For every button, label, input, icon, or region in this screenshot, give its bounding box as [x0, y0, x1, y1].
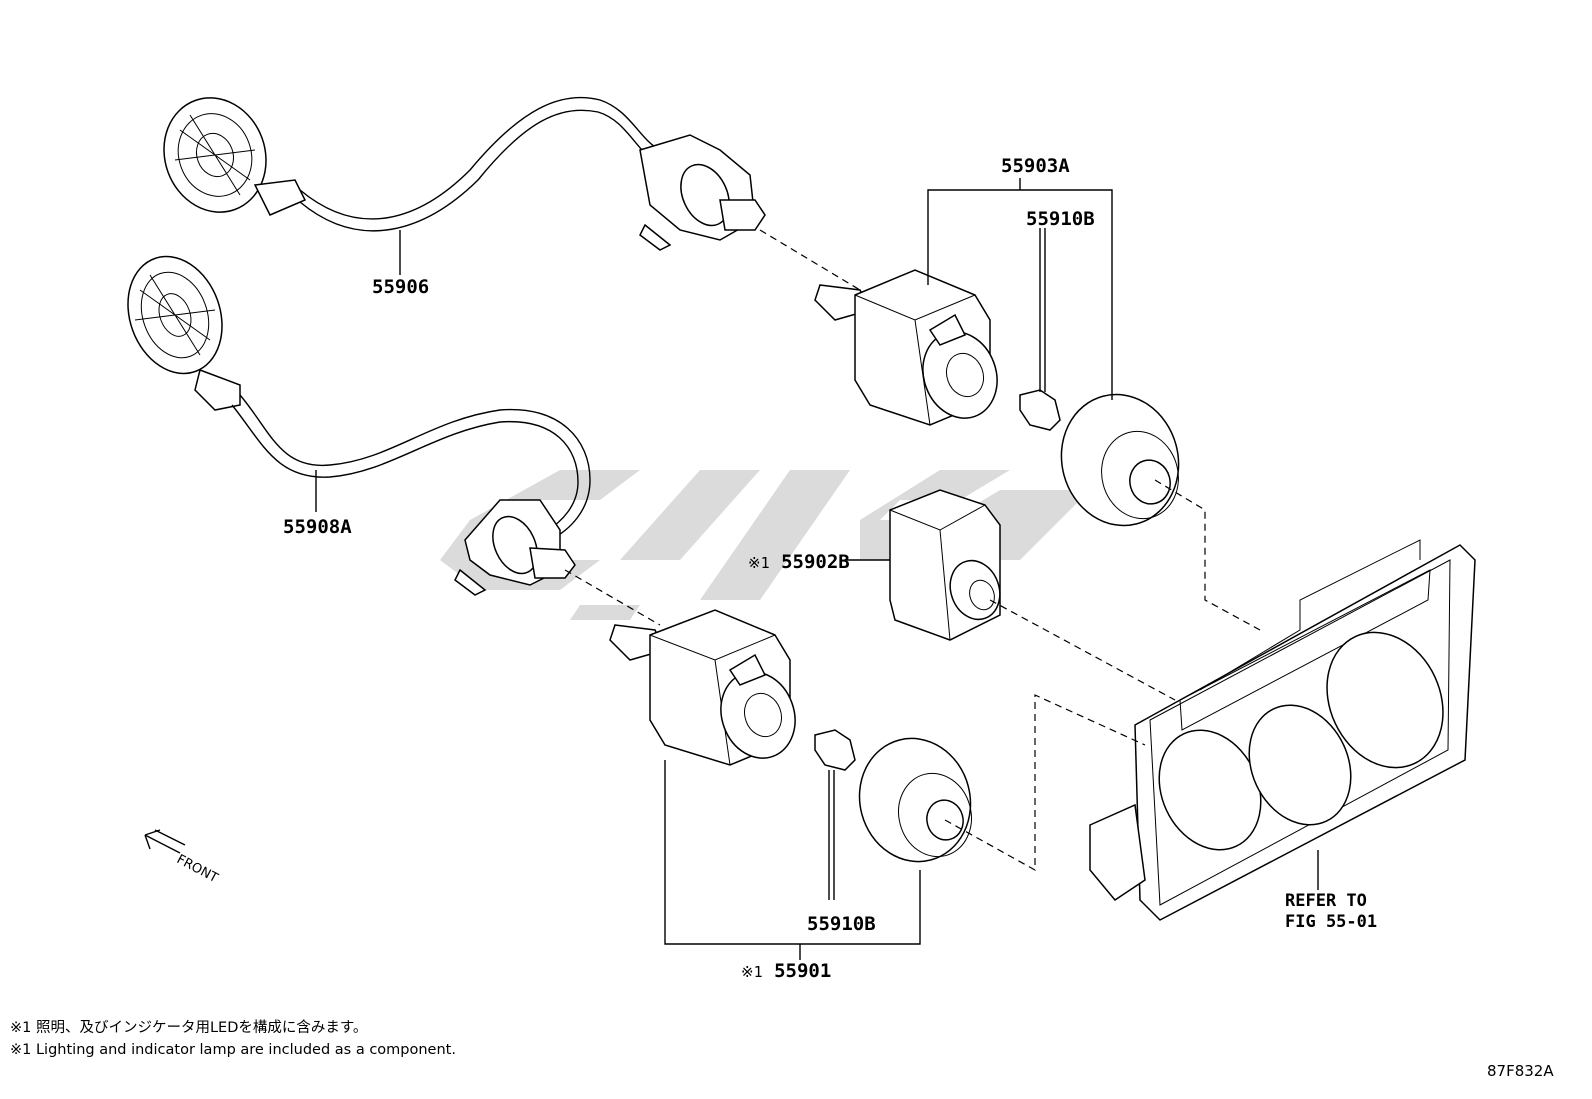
note-japanese: ※1 照明、及びインジケータ用LEDを構成に含みます。 [10, 1020, 368, 1036]
note-english: ※1 Lighting and indicator lamp are inclu… [10, 1042, 456, 1058]
label-55903a: 55903A [1001, 155, 1070, 177]
label-55908a: 55908A [283, 516, 352, 538]
label-55901-number: 55901 [774, 960, 832, 982]
switch-body-upper [814, 269, 998, 426]
label-55906: 55906 [372, 276, 430, 298]
harness-55906 [163, 96, 766, 251]
knob-upper [1060, 393, 1180, 527]
figure-code: 87F832A [1487, 1062, 1554, 1080]
label-55902b: ※1 55902B [748, 551, 850, 573]
control-panel [1089, 539, 1476, 921]
label-55901: ※1 55901 [741, 960, 831, 982]
switch-55902b [889, 489, 1001, 641]
refer-line-2: FIG 55-01 [1285, 912, 1378, 932]
refer-note: REFER TO FIG 55-01 [1285, 891, 1377, 933]
mark-1: ※1 [748, 554, 770, 572]
bulb-lower [814, 729, 856, 771]
leader-lines [315, 178, 1319, 960]
bulb-upper [1019, 389, 1061, 431]
mark-1: ※1 [741, 963, 763, 981]
label-55902b-number: 55902B [781, 551, 850, 573]
knob-lower [858, 737, 972, 863]
dashed-lines [564, 229, 1261, 872]
label-55910b-bottom: 55910B [807, 913, 876, 935]
harness-55908a [127, 255, 591, 596]
label-55910b-top: 55910B [1026, 208, 1095, 230]
switch-body-lower [609, 609, 796, 766]
refer-line-1: REFER TO [1285, 891, 1367, 911]
front-arrow-icon [144, 829, 186, 854]
